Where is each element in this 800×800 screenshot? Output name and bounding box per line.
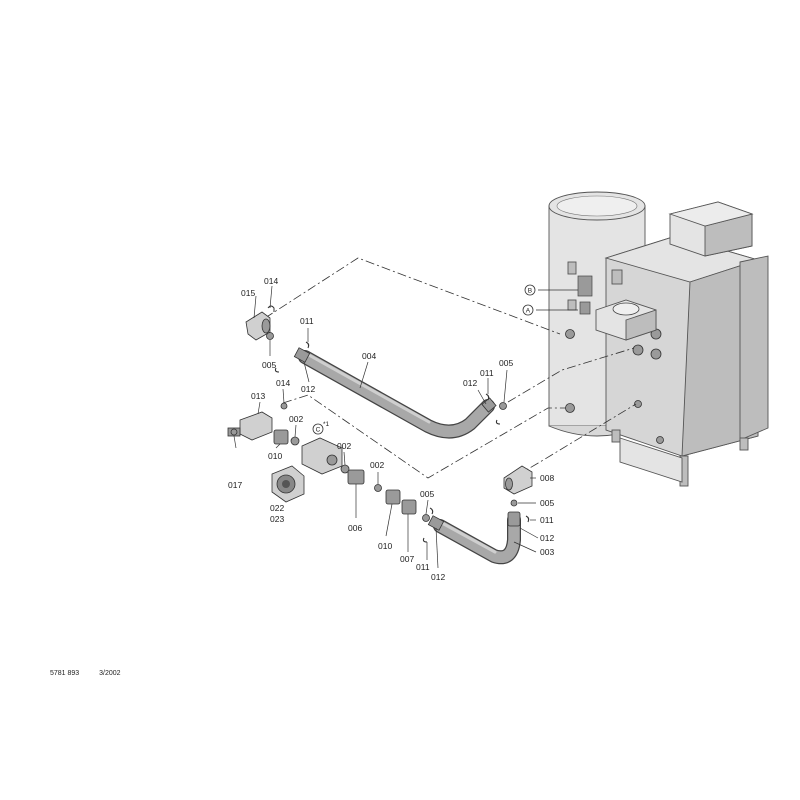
leader-lines bbox=[233, 285, 578, 569]
callout-a-letter: A bbox=[526, 307, 531, 314]
hose-004 bbox=[298, 350, 495, 439]
label-023: 023 bbox=[270, 514, 284, 524]
label-011-right: 011 bbox=[540, 515, 554, 525]
label-022: 022 bbox=[270, 503, 284, 513]
callout-b: B bbox=[524, 284, 536, 296]
label-014-top: 014 bbox=[264, 276, 278, 286]
label-002-a: 002 bbox=[289, 414, 303, 424]
label-003: 003 bbox=[540, 547, 554, 557]
callout-b-letter: B bbox=[528, 287, 532, 294]
boiler-and-tank-unit bbox=[548, 191, 769, 487]
label-005-left: 005 bbox=[262, 360, 276, 370]
label-008: 008 bbox=[540, 473, 554, 483]
label-002-b: 002 bbox=[337, 441, 351, 451]
label-005-right: 005 bbox=[540, 498, 554, 508]
label-017: 017 bbox=[228, 480, 242, 490]
label-014-middle: 014 bbox=[276, 378, 290, 388]
hose-003 bbox=[433, 513, 521, 565]
label-002-c: 002 bbox=[370, 460, 384, 470]
callout-c: C *1 bbox=[312, 421, 330, 435]
part-labels: 014 015 005 011 012 004 012 011 005 014 … bbox=[228, 276, 554, 582]
callout-c-letter: C bbox=[316, 426, 321, 433]
label-012-lower-left: 012 bbox=[431, 572, 445, 582]
label-010-b: 010 bbox=[378, 541, 392, 551]
connection-lines bbox=[264, 257, 637, 479]
label-007: 007 bbox=[400, 554, 414, 564]
label-005-lower: 005 bbox=[420, 489, 434, 499]
label-012-upper-left: 012 bbox=[301, 384, 315, 394]
label-006: 006 bbox=[348, 523, 362, 533]
parts bbox=[227, 305, 533, 543]
label-015: 015 bbox=[241, 288, 255, 298]
document-footer: 5781 893 3/2002 bbox=[50, 670, 139, 677]
label-012-upper-right: 012 bbox=[463, 378, 477, 388]
label-004: 004 bbox=[362, 351, 376, 361]
label-011-upper-right: 011 bbox=[480, 368, 494, 378]
label-010-a: 010 bbox=[268, 451, 282, 461]
label-013: 013 bbox=[251, 391, 265, 401]
label-012-right: 012 bbox=[540, 533, 554, 543]
label-005-upper-right: 005 bbox=[499, 358, 513, 368]
callout-a: A bbox=[522, 304, 534, 316]
callout-c-superscript: *1 bbox=[323, 421, 330, 428]
document-date: 3/2002 bbox=[99, 670, 121, 677]
label-011-lower: 011 bbox=[416, 562, 430, 572]
document-number: 5781 893 bbox=[50, 670, 80, 677]
label-011-upper: 011 bbox=[300, 316, 314, 326]
